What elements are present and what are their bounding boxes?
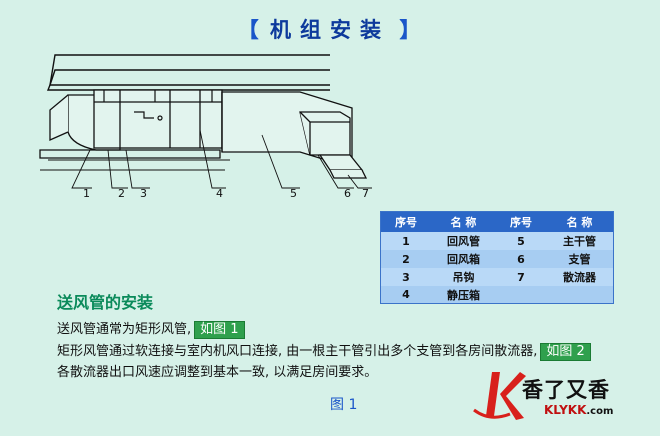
k-logo-icon <box>473 372 526 420</box>
line-1-text: 送风管通常为矩形风管, <box>57 322 192 337</box>
table-cell: 静压箱 <box>447 288 480 302</box>
watermark-domain-name: KLYKK <box>544 403 587 417</box>
section-heading: 送风管的安装 <box>57 293 154 312</box>
watermark-brand: 香了又香 <box>522 378 610 402</box>
watermark-domain-suffix: .com <box>586 406 614 417</box>
table-cell: 回风箱 <box>447 253 480 266</box>
table-cell: 主干管 <box>563 235 596 248</box>
branch-duct <box>299 111 351 156</box>
table-cell: 吊钩 <box>452 271 475 284</box>
hooks <box>103 90 213 121</box>
return-air-box <box>93 89 223 149</box>
header-cell: 序号 <box>395 216 417 229</box>
table-cell: 4 <box>402 288 410 301</box>
callout-leaders <box>71 129 372 189</box>
paragraph-line-1: 送风管通常为矩形风管,如图 1 <box>57 318 245 339</box>
legend-header-row: 序号 名 称 序号 名 称 <box>381 212 613 232</box>
table-cell: 6 <box>517 252 525 266</box>
table-cell <box>546 286 613 303</box>
callout-5: 5 <box>290 187 297 200</box>
table-cell: 散流器 <box>563 271 596 284</box>
header-cell: 序号 <box>510 216 532 229</box>
diffuser <box>318 154 368 179</box>
table-cell: 支管 <box>568 253 591 266</box>
line-3-text: 各散流器出口风速应调整到基本一致, 以满足房间要求。 <box>57 365 378 380</box>
table-cell: 3 <box>402 270 410 284</box>
header-cell: 名 称 <box>450 216 477 229</box>
callout-7: 7 <box>362 187 369 200</box>
ceiling-lines <box>40 159 230 171</box>
callout-3: 3 <box>140 187 147 200</box>
paragraph-line-3: 各散流器出口风速应调整到基本一致, 以满足房间要求。 <box>57 361 377 380</box>
table-cell: 7 <box>517 270 525 284</box>
watermark-domain: KLYKK.com <box>544 403 613 417</box>
table-row: 3 吊钩 7 散流器 <box>381 268 613 286</box>
title-bracket-right: 】 <box>399 18 423 42</box>
title-bracket-left: 【 <box>237 18 261 42</box>
table-row: 2 回风箱 6 支管 <box>381 250 613 268</box>
ceiling-slab <box>46 54 330 91</box>
callout-6: 6 <box>344 187 351 200</box>
table-row: 1 回风管 5 主干管 <box>381 232 613 250</box>
table-cell: 回风管 <box>447 235 480 248</box>
table-cell: 5 <box>517 234 525 248</box>
table-row: 4 静压箱 <box>381 286 613 303</box>
legend-table: 序号 名 称 序号 名 称 1 回风管 5 主干管 2 回风箱 6 支管 3 吊… <box>380 211 614 304</box>
figure-2-link[interactable]: 如图 2 <box>540 343 591 361</box>
table-cell: 1 <box>402 234 410 248</box>
table-cell: 2 <box>402 252 410 266</box>
header-cell: 名 称 <box>566 216 593 229</box>
line-2-text: 矩形风管通过软连接与室内机风口连接, 由一根主干管引出多个支管到各房间散流器, <box>57 344 538 359</box>
table-cell <box>496 286 546 303</box>
watermark-logo: 香了又香 KLYKK.com <box>470 366 650 426</box>
figure-caption: 图 1 <box>330 397 358 413</box>
figure-1-link[interactable]: 如图 1 <box>194 321 245 339</box>
paragraph-line-2: 矩形风管通过软连接与室内机风口连接, 由一根主干管引出多个支管到各房间散流器,如… <box>57 340 591 361</box>
callout-2: 2 <box>118 187 125 200</box>
page-title: 【 机组安装 】 <box>0 14 660 44</box>
title-text: 机组安装 <box>270 18 390 42</box>
callout-4: 4 <box>216 187 223 200</box>
callout-1: 1 <box>83 187 90 200</box>
